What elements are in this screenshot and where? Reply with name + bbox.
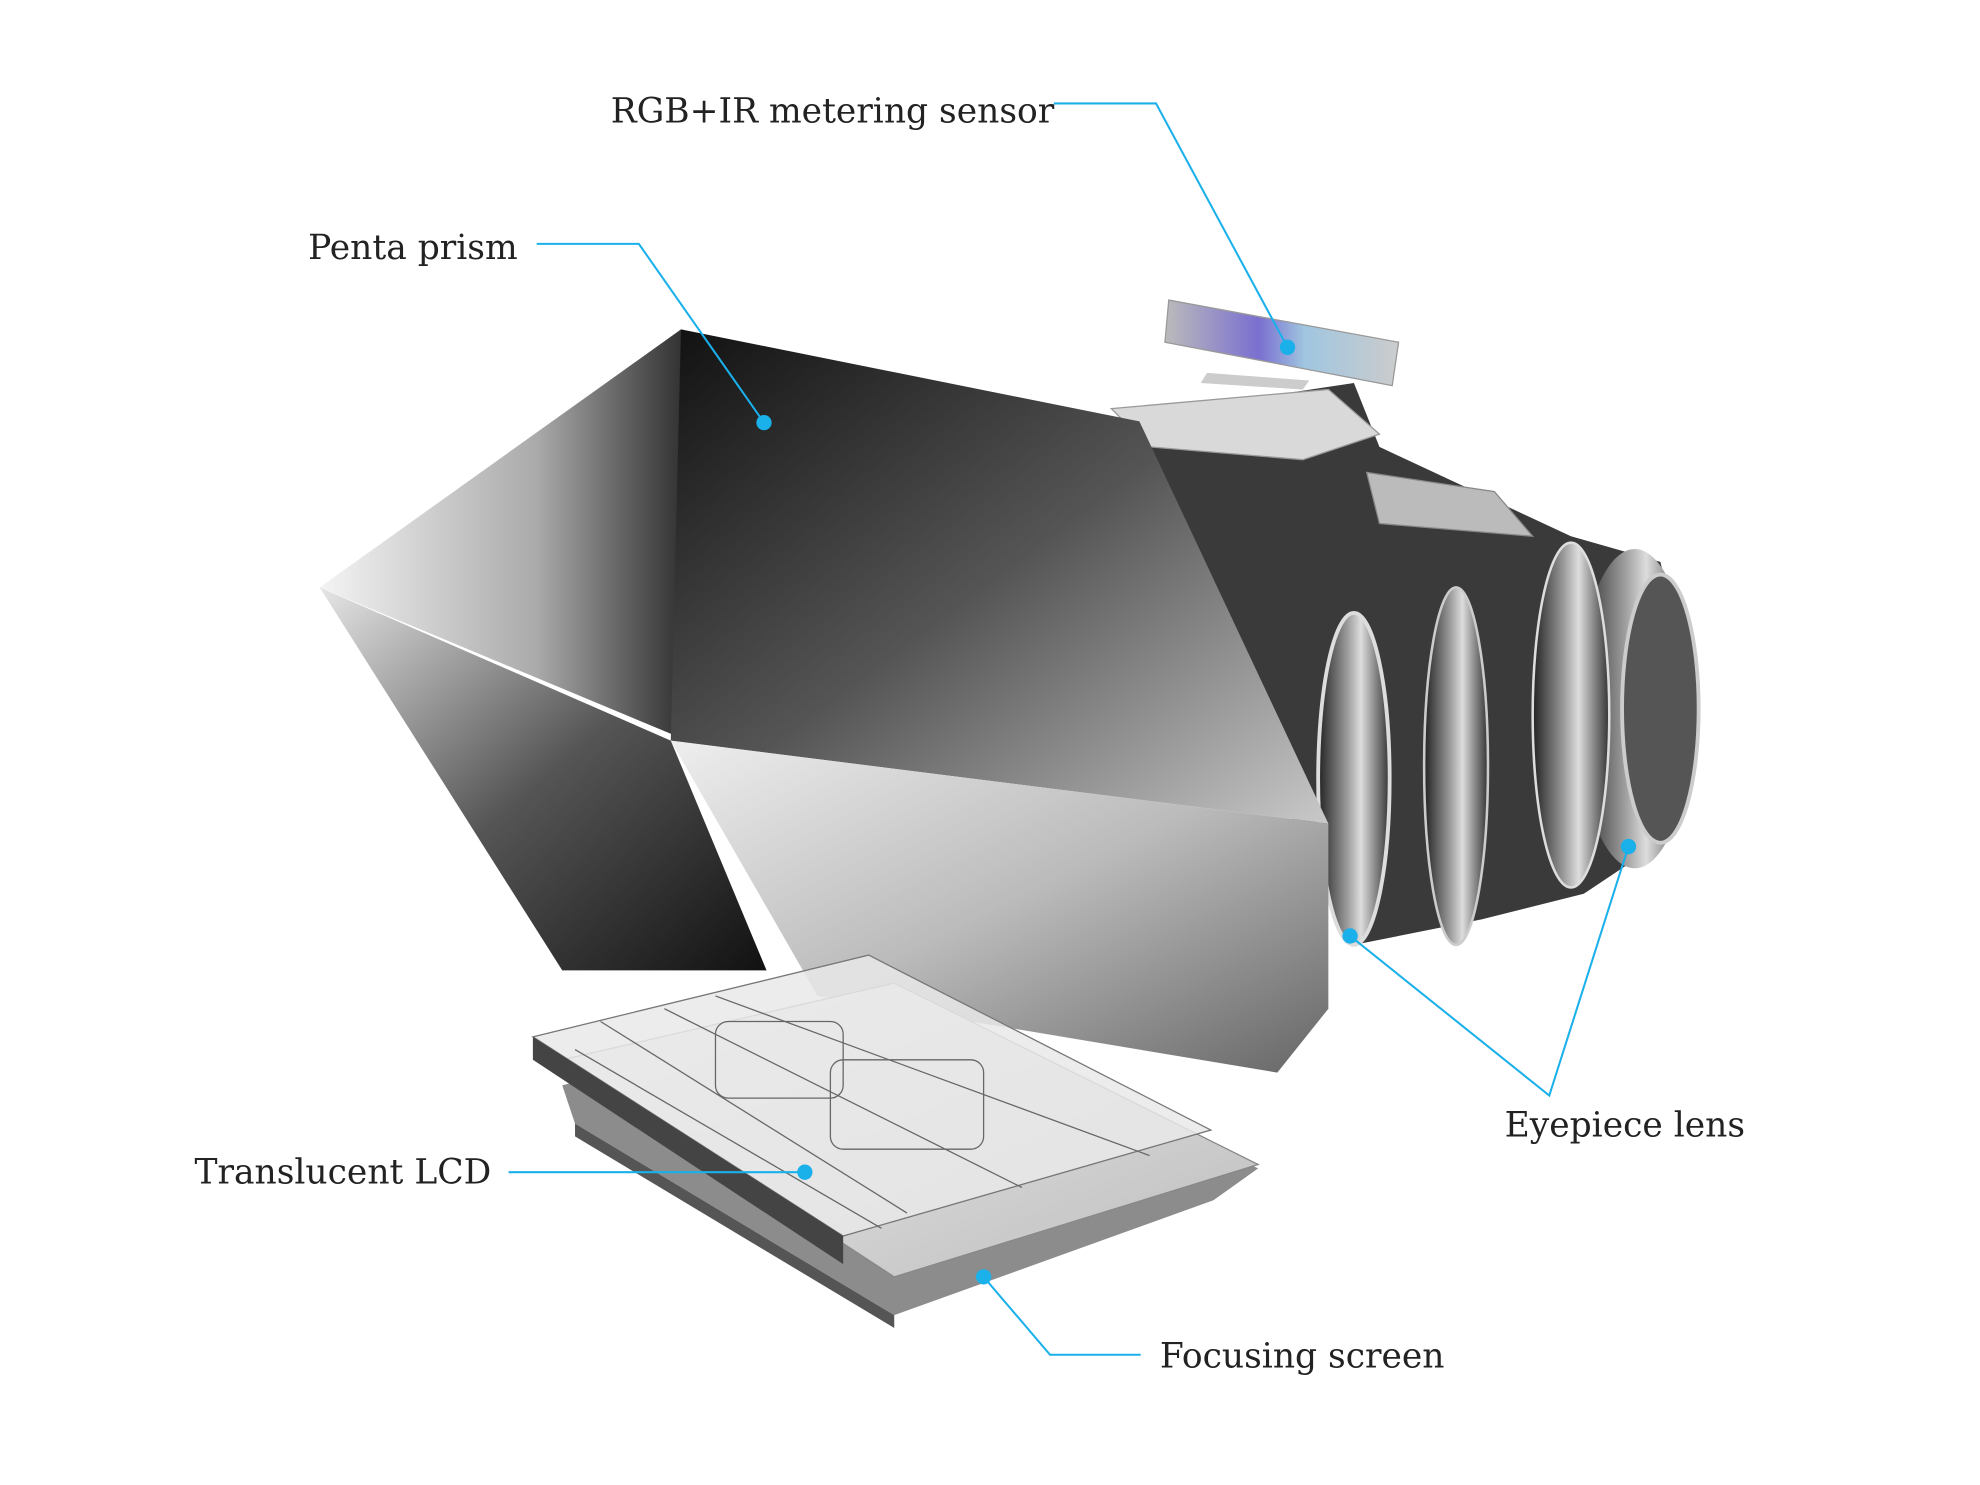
metering-sensor-label: RGB+IR metering sensor	[611, 92, 1055, 132]
focusing-screen-label: Focusing screen	[1160, 1337, 1445, 1377]
leader-line	[1053, 102, 1289, 348]
leader-line	[982, 1276, 1141, 1356]
callout-dot	[1620, 838, 1637, 855]
callout-dot	[1342, 928, 1358, 944]
eyepiece-assembly-illustration	[1098, 383, 1701, 947]
translucent-lcd-label: Translucent LCD	[195, 1153, 492, 1193]
label-eyepiece-lens: Eyepiece lens	[1342, 838, 1746, 1145]
callout-dot	[1279, 339, 1296, 355]
label-translucent-lcd: Translucent LCD	[195, 1153, 813, 1193]
penta-prism-label: Penta prism	[308, 228, 518, 268]
callout-dot	[797, 1164, 813, 1180]
leader-line	[1349, 846, 1630, 1098]
callout-dot	[975, 1269, 992, 1285]
leader-line	[536, 242, 765, 424]
label-penta-prism: Penta prism	[308, 228, 772, 431]
penta-prism-illustration	[319, 329, 1329, 1073]
label-focusing-screen: Focusing screen	[975, 1269, 1445, 1377]
eyepiece-lens-label: Eyepiece lens	[1505, 1105, 1746, 1145]
callout-dot	[756, 414, 772, 431]
lcd-focusing-screen-illustration	[531, 954, 1260, 1328]
label-metering-sensor: RGB+IR metering sensor	[611, 92, 1296, 355]
